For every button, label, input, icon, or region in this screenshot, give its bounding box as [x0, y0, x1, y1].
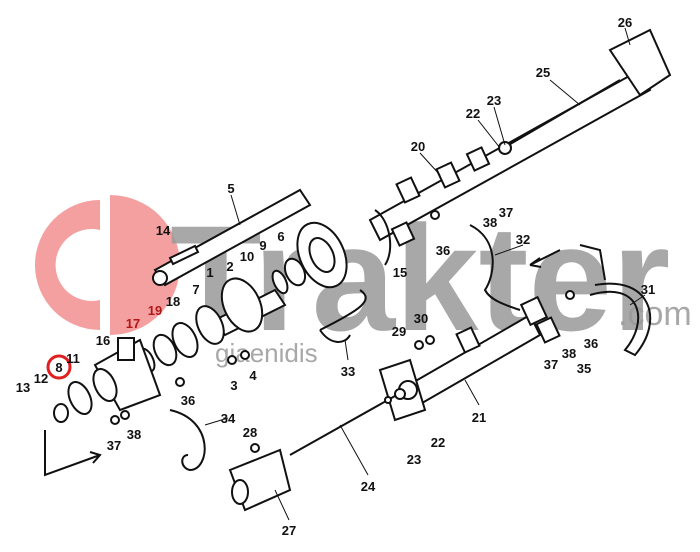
part-label[interactable]: 37	[107, 438, 121, 453]
part-label[interactable]: 6	[277, 229, 284, 244]
part-label[interactable]: 35	[577, 361, 591, 376]
part-label[interactable]: 29	[392, 324, 406, 339]
part-label[interactable]: 17	[126, 316, 140, 331]
part-label[interactable]: 5	[227, 181, 234, 196]
part-label-highlighted[interactable]: 8	[55, 360, 62, 375]
part-label[interactable]: 36	[584, 336, 598, 351]
part-label[interactable]: 16	[96, 333, 110, 348]
part-label[interactable]: 4	[249, 368, 257, 383]
part-label[interactable]: 10	[240, 249, 254, 264]
watermark-logo	[34, 195, 180, 335]
highlight-ring	[46, 354, 72, 380]
part-label[interactable]: 1	[206, 265, 213, 280]
part-label[interactable]: 20	[411, 139, 425, 154]
part-label[interactable]: 11	[66, 351, 80, 366]
part-label[interactable]: 2	[226, 259, 233, 274]
part-label[interactable]: 26	[618, 15, 632, 30]
part-label[interactable]: 36	[436, 243, 450, 258]
watermark-suffix: .com	[618, 295, 692, 333]
leader-lines	[204, 27, 646, 521]
part-label[interactable]: 38	[562, 346, 576, 361]
part-label[interactable]: 34	[221, 411, 236, 426]
part-label[interactable]: 18	[166, 294, 180, 309]
part-label[interactable]: 14	[156, 223, 171, 238]
part-label[interactable]: 22	[466, 106, 480, 121]
part-label[interactable]: 33	[341, 364, 355, 379]
part-label[interactable]: 12	[34, 371, 48, 386]
part-label[interactable]: 9	[259, 238, 266, 253]
part-label[interactable]: 27	[282, 523, 296, 538]
part-label[interactable]: 37	[499, 205, 513, 220]
part-label[interactable]: 38	[127, 427, 141, 442]
part-label[interactable]: 28	[243, 425, 257, 440]
part-label[interactable]: 37	[544, 357, 558, 372]
part-label[interactable]: 25	[536, 65, 550, 80]
part-label[interactable]: 30	[414, 311, 428, 326]
part-label[interactable]: 23	[487, 93, 501, 108]
part-label[interactable]: 13	[16, 380, 30, 395]
part-label[interactable]: 21	[472, 410, 486, 425]
part-label[interactable]: 32	[516, 232, 530, 247]
part-drawings	[44, 28, 672, 512]
part-label[interactable]: 7	[192, 282, 199, 297]
part-label[interactable]: 23	[407, 452, 421, 467]
part-label[interactable]: 38	[483, 215, 497, 230]
part-label[interactable]: 19	[148, 303, 162, 318]
part-label[interactable]: 36	[181, 393, 195, 408]
part-labels: 26 25 23 22 20 37 38 36 32 15 31 36 38 3…	[16, 15, 655, 538]
part-label[interactable]: 15	[393, 265, 407, 280]
part-label[interactable]: 22	[431, 435, 445, 450]
part-label[interactable]: 31	[641, 282, 655, 297]
part-label[interactable]: 24	[361, 479, 376, 494]
part-label[interactable]: 3	[230, 378, 237, 393]
